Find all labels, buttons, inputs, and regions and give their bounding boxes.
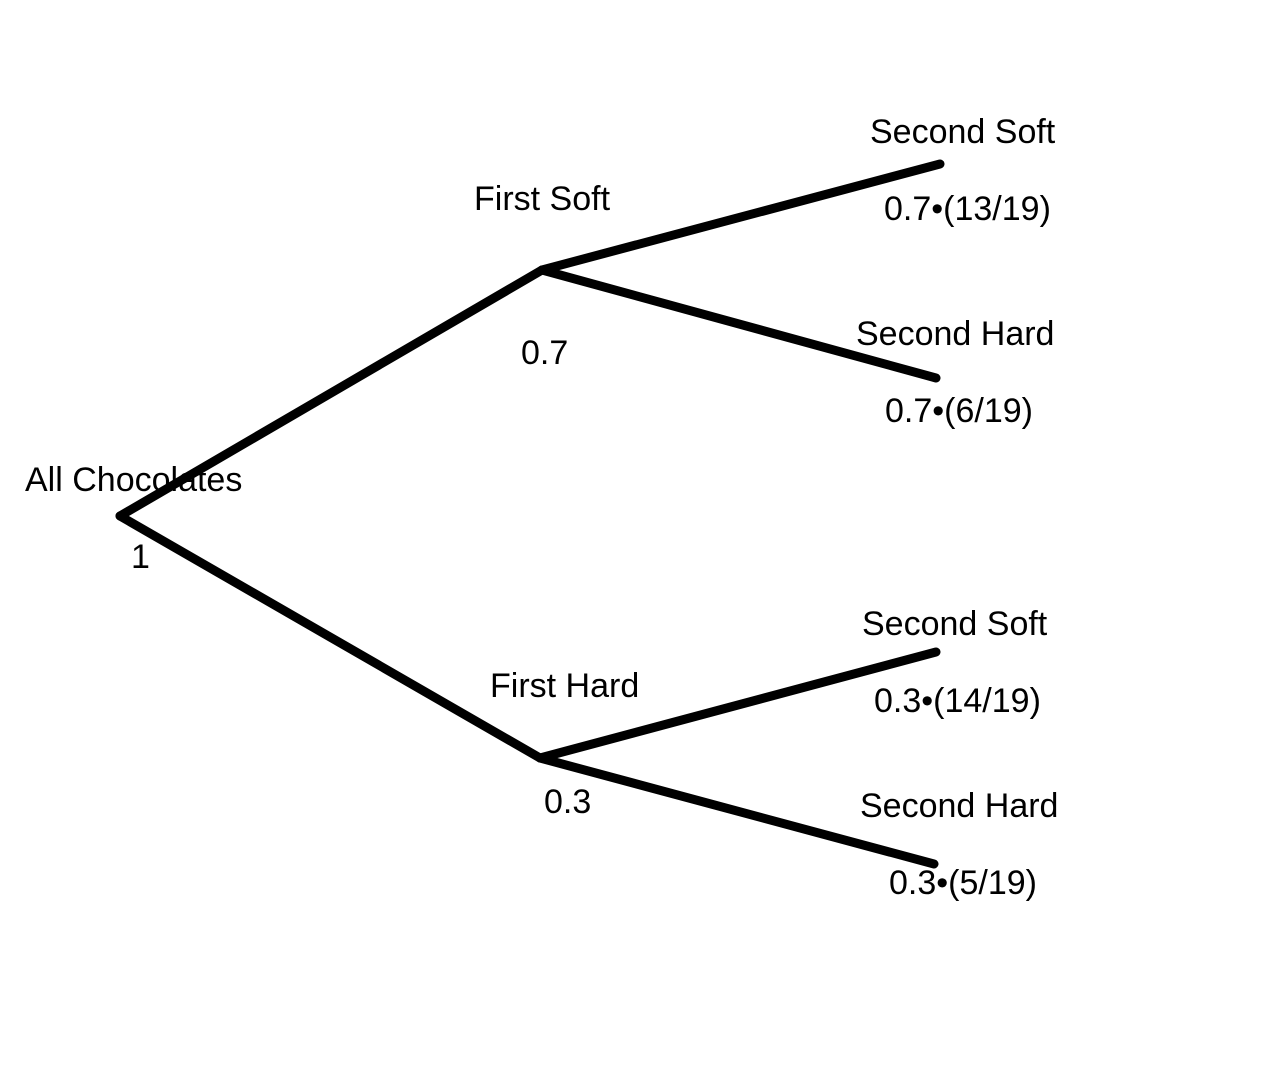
branch-root-to-first-soft: [115, 265, 547, 521]
first-hard-probability: 0.3: [544, 783, 592, 821]
first-soft-second-soft-label: Second Soft: [870, 113, 1056, 151]
branch-first-soft-to-second-hard: [537, 265, 941, 383]
first-hard-second-soft-label: Second Soft: [862, 605, 1048, 643]
first-soft-second-hard-label: Second Hard: [856, 315, 1055, 353]
branch-first-hard-to-second-soft: [535, 647, 941, 763]
first-hard-label: First Hard: [490, 667, 640, 705]
first-hard-second-hard-probability: 0.3•(5/19): [889, 864, 1037, 902]
root-label: All Chocolates: [25, 461, 243, 499]
first-soft-label: First Soft: [474, 180, 611, 218]
first-soft-second-hard-probability: 0.7•(6/19): [885, 392, 1033, 430]
first-hard-second-hard-label: Second Hard: [860, 787, 1059, 825]
branch-root-to-first-hard: [115, 511, 545, 763]
first-soft-probability: 0.7: [521, 334, 569, 372]
branch-first-hard-to-second-hard: [535, 753, 939, 869]
first-hard-second-soft-probability: 0.3•(14/19): [874, 682, 1041, 720]
first-soft-second-soft-probability: 0.7•(13/19): [884, 190, 1051, 228]
branch-first-soft-to-second-soft: [537, 159, 945, 275]
root-probability: 1: [131, 538, 150, 576]
